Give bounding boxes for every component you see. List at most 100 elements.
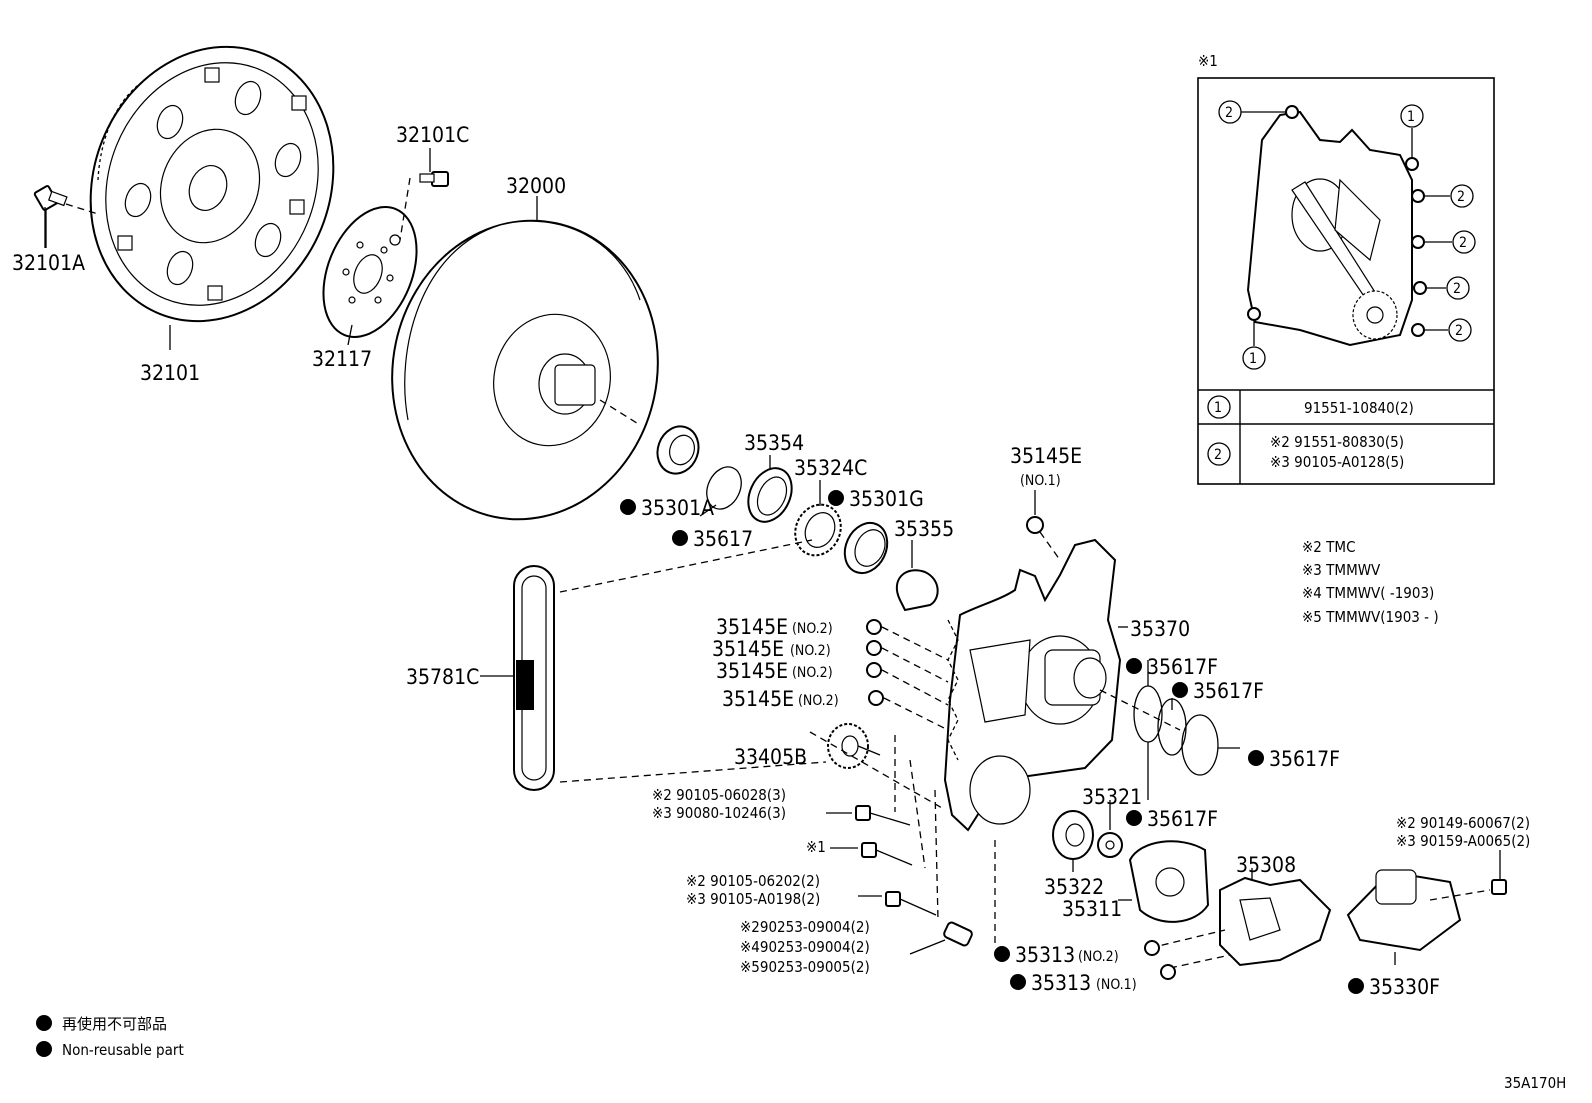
bolt-32101C-drawing [399,148,449,241]
label-35322: 35322 [1044,875,1104,899]
label-35355: 35355 [894,517,954,541]
label-35321: 35321 [1082,785,1142,809]
label-32101C: 32101C [396,123,469,147]
label-bolt1-a: ※2 90105-06028(3) [652,786,786,804]
label-no2: (NO.2) [1078,949,1119,965]
sprocket-33405B-drawing [809,723,943,809]
label-35311: 35311 [1062,897,1122,921]
nonreusable-dot [1348,978,1364,994]
label-35301A: 35301A [641,496,714,520]
torque-converter-32000-drawing [391,196,659,521]
gear-35324C-drawing [794,480,842,557]
label-32117: 32117 [312,347,372,371]
legend-jp: 再使用不可部品 [62,1015,167,1033]
pump-cover-35370-drawing [943,538,1181,832]
label-35145E-b: 35145E [712,637,784,661]
flywheel-drawing [89,45,335,323]
inset-row2-part-a: ※2 91551-80830(5) [1270,433,1404,451]
gear-35322-drawing [1052,810,1094,872]
nonreusable-dot [1248,750,1264,766]
label-35313-no1: 35313 [1031,971,1091,995]
label-35145E-c: 35145E [716,659,788,683]
nonreusable-dot [1010,974,1026,990]
o-rings-35617F-drawing [1133,660,1240,800]
seal-35301G-drawing [843,521,889,575]
nonreusable-dot [672,530,688,546]
label-pin-c: ※590253-09005(2) [740,958,870,976]
label-35617F-c: 35617F [1269,747,1340,771]
label-bolt2: ※1 [806,838,826,856]
label-no2: (NO.2) [792,665,833,681]
note-3: ※3 TMMWV [1302,561,1381,579]
bolt-32101A-drawing [33,185,99,248]
bolt-set-drawing [826,735,996,955]
label-32101: 32101 [140,361,200,385]
label-35301G: 35301G [849,487,924,511]
table-callout-1: 1 [1214,400,1222,416]
label-pin-a: ※290253-09004(2) [740,918,870,936]
label-no1: (NO.1) [1096,977,1137,993]
note-5: ※5 TMMWV(1903 - ) [1302,608,1439,626]
washer-35313-no1-drawing [1160,964,1176,980]
nonreusable-dot [620,499,636,515]
table-callout-2: 2 [1214,447,1222,463]
strainer-35330F-drawing [1346,850,1507,965]
label-35781C: 35781C [406,665,479,689]
label-no2: (NO.2) [798,693,839,709]
inset-callout-2: 2 [1459,235,1467,251]
label-35617: 35617 [693,527,753,551]
nonreusable-dot [1126,810,1142,826]
label-bolt4-a: ※2 90149-60067(2) [1396,814,1530,832]
legend-en: Non-reusable part [62,1041,184,1059]
label-no2: (NO.2) [792,621,833,637]
nonreusable-dot [828,490,844,506]
label-35617F-b: 35617F [1193,679,1264,703]
inset-callouts: 2 1 2 2 2 2 1 1 2 [1207,100,1476,466]
nut-group-drawing [866,490,1061,731]
nonreusable-dot [994,946,1010,962]
inset-callout-2: 2 [1453,281,1461,297]
label-32000: 32000 [506,174,566,198]
washer-35313-no2-drawing [1144,940,1160,956]
ring-35355-drawing [895,540,939,612]
label-35330F: 35330F [1369,975,1440,999]
inset-callout-2: 2 [1457,189,1465,205]
note-4: ※4 TMMWV( -1903) [1302,584,1434,602]
inset-title: ※1 [1198,52,1218,70]
label-35145E-a: 35145E [716,615,788,639]
label-35354: 35354 [744,431,804,455]
label-35370: 35370 [1130,617,1190,641]
inset-cover-drawing [1240,105,1452,347]
ring-35617-drawing [706,466,742,510]
stator-35308-drawing [1149,868,1332,969]
inset-row2-part-b: ※3 90105-A0128(5) [1270,453,1404,471]
label-33405B: 33405B [734,745,807,769]
label-bolt3-b: ※3 90105-A0198(2) [686,890,820,908]
label-32101A: 32101A [12,251,85,275]
label-35617F-d: 35617F [1147,807,1218,831]
drive-plate-32117-drawing [322,206,418,346]
diagram-id: 35A170H [1504,1074,1566,1092]
label-bolt1-b: ※3 90080-10246(3) [652,804,786,822]
label-bolt3-a: ※2 90105-06202(2) [686,872,820,890]
chain-35781C-drawing [480,539,827,791]
label-bolt4-b: ※3 90159-A0065(2) [1396,832,1530,850]
seal-35301A-drawing [656,425,700,475]
label-35313-no2: 35313 [1015,943,1075,967]
label-35308: 35308 [1236,853,1296,877]
legend-dot [36,1015,52,1031]
bushing-35354-drawing [747,455,793,523]
pump-body-35311-drawing [1118,840,1210,923]
label-no2: (NO.2) [790,643,831,659]
label-no1: (NO.1) [1020,473,1061,489]
inset-callout-2: 2 [1455,323,1463,339]
label-35617F-a: 35617F [1147,655,1218,679]
inset-callout-1: 1 [1249,351,1257,367]
label-pin-b: ※490253-09004(2) [740,938,870,956]
inset-callout-1: 1 [1407,109,1415,125]
note-2: ※2 TMC [1302,538,1356,556]
label-35145E-no1: 35145E [1010,444,1082,468]
nonreusable-dot [1126,658,1142,674]
